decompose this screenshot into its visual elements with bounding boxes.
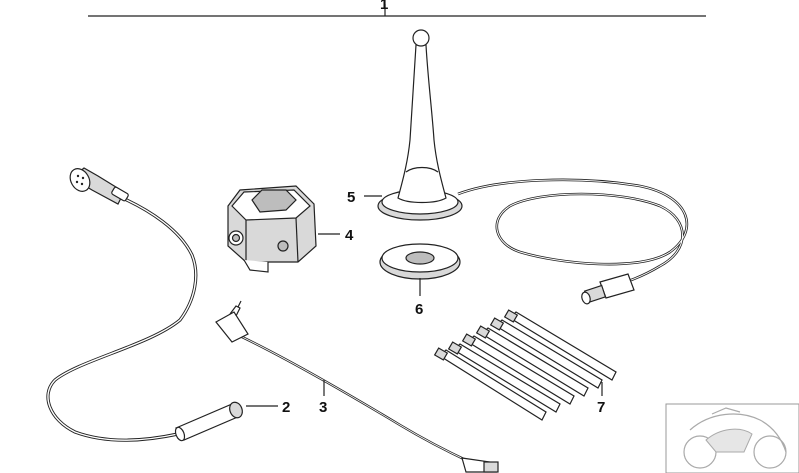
patch-cable-part[interactable] xyxy=(215,300,499,473)
callout-5[interactable]: 5 xyxy=(347,189,355,206)
module-box-part[interactable] xyxy=(227,185,317,273)
assembly-bracket xyxy=(88,4,706,17)
jack-plug-icon xyxy=(215,300,249,343)
antenna-part[interactable] xyxy=(377,29,688,305)
callout-3[interactable]: 3 xyxy=(319,399,327,416)
callout-1[interactable]: 1 xyxy=(380,0,388,13)
module-port-icon xyxy=(228,230,244,246)
callout-7[interactable]: 7 xyxy=(597,399,605,416)
washer-part[interactable] xyxy=(379,243,461,280)
callout-4[interactable]: 4 xyxy=(345,227,354,244)
coax-connector-icon xyxy=(581,273,635,305)
din-plug-icon xyxy=(69,167,129,205)
socket-end-icon xyxy=(174,401,243,442)
cable-adapter-part[interactable] xyxy=(46,165,245,442)
cable-end-icon xyxy=(461,457,499,473)
cable-ties-part[interactable] xyxy=(433,309,617,421)
callout-6[interactable]: 6 xyxy=(415,301,423,318)
callout-2[interactable]: 2 xyxy=(282,399,290,416)
cable-tie-icon xyxy=(433,309,617,421)
motorcycle-sketch-icon xyxy=(665,403,799,473)
